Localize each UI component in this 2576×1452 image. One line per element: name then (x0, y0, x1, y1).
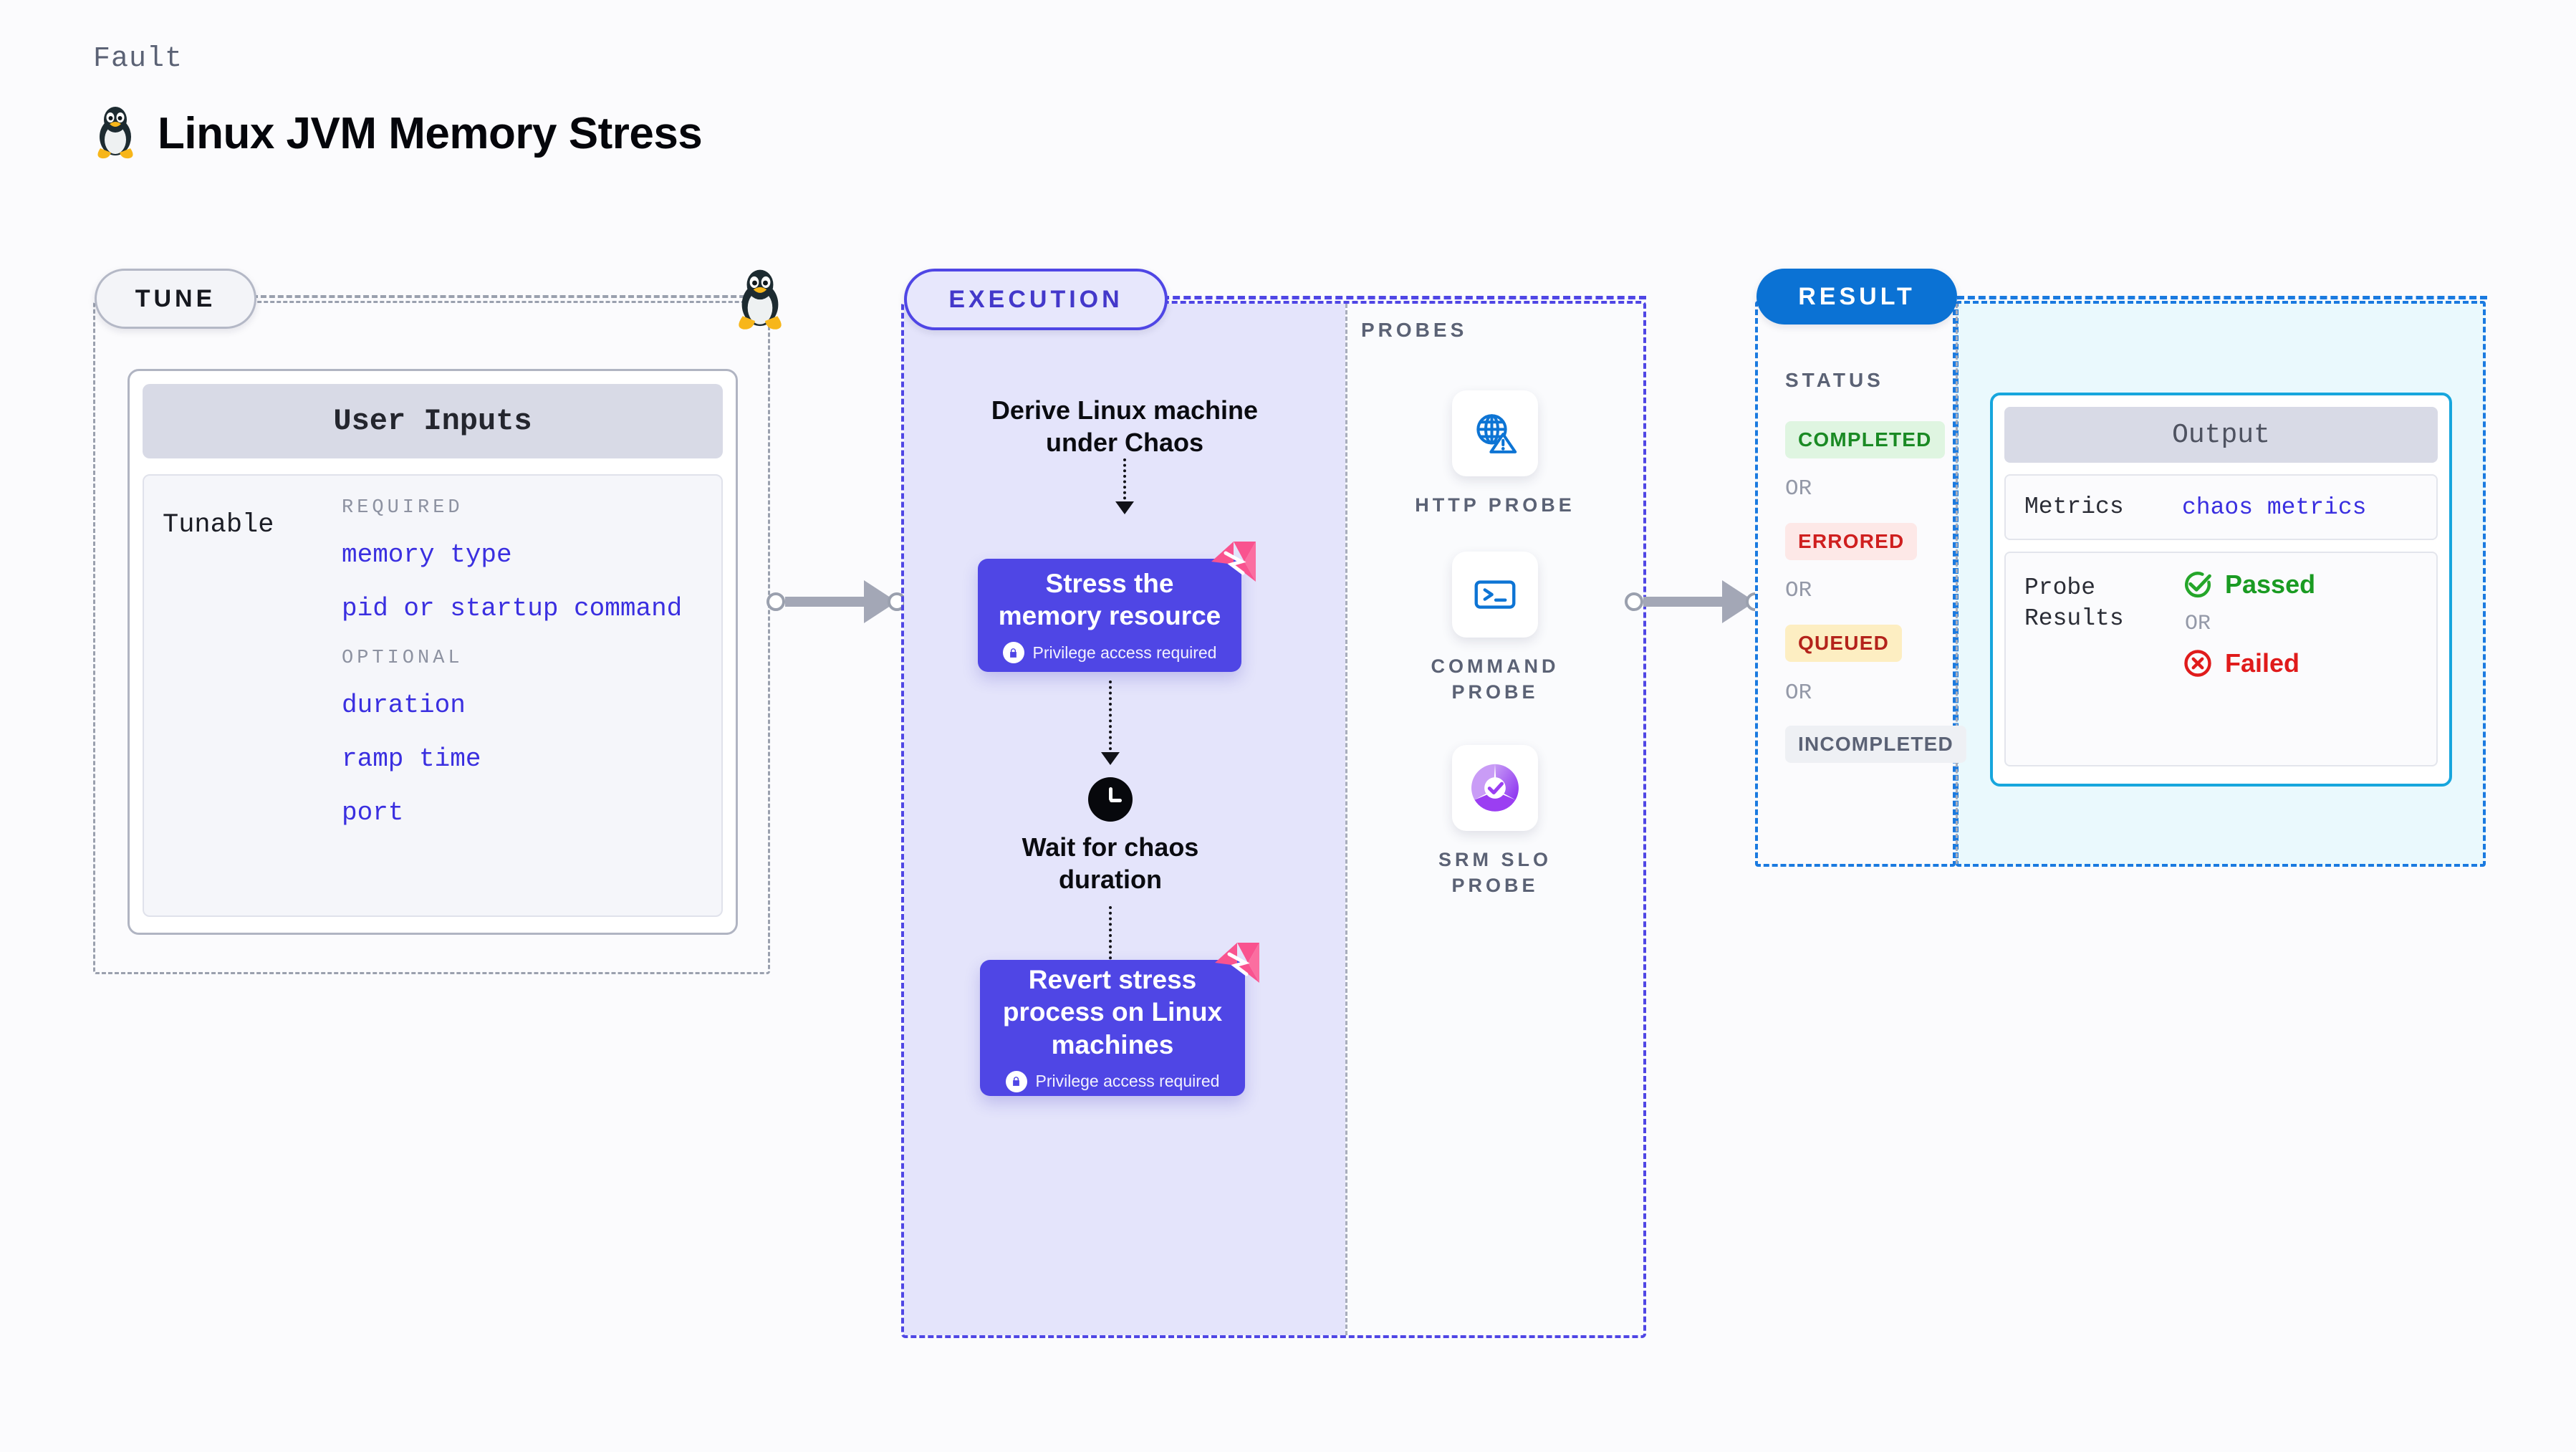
output-title: Output (2004, 407, 2438, 463)
result-divider (1956, 304, 1958, 864)
probe-results-key: Probe Results (2024, 574, 2124, 632)
user-inputs-title: User Inputs (143, 384, 723, 458)
privilege-text: Privilege access required (1035, 1072, 1220, 1091)
failed-label: Failed (2225, 648, 2300, 678)
probe-label: COMMAND PROBE (1431, 655, 1559, 703)
output-probe-results-row: Probe Results Passed OR Failed (2004, 552, 2438, 766)
connector-execution-to-result (1625, 580, 1764, 623)
terminal-icon (1474, 580, 1516, 609)
param-duration[interactable]: duration (342, 691, 466, 720)
connector-bar (1643, 597, 1722, 607)
execution-card-revert-stress[interactable]: Revert stress process on Linux machines … (980, 943, 1259, 1096)
harness-logo-icon (1210, 540, 1257, 583)
probe-tile (1452, 552, 1538, 638)
passed-label: Passed (2225, 569, 2316, 599)
flow-arrow-2 (1109, 681, 1112, 756)
lock-icon (1002, 642, 1024, 664)
wait-duration-step: Wait for chaos duration (1022, 832, 1199, 894)
status-or: OR (1785, 578, 1812, 603)
probe-command[interactable]: COMMAND PROBE (1405, 552, 1585, 706)
flow-arrow-1 (1123, 458, 1126, 505)
user-inputs-body: Tunable REQUIRED memory type pid or star… (143, 474, 723, 917)
param-pid-or-startup-command[interactable]: pid or startup command (342, 594, 683, 623)
execution-card-title: Stress the memory resource (998, 568, 1221, 630)
execution-badge[interactable]: EXECUTION (904, 269, 1168, 330)
privilege-note: Privilege access required (1002, 642, 1217, 664)
flow-arrow-2-head (1101, 752, 1120, 765)
param-memory-type[interactable]: memory type (342, 540, 512, 569)
status-badge-completed: COMPLETED (1785, 421, 1945, 458)
probes-divider (1345, 304, 1347, 1335)
probe-tile (1452, 390, 1538, 476)
execution-card-stress-memory[interactable]: Stress the memory resource Privilege acc… (978, 542, 1256, 672)
probe-result-passed: Passed (2182, 569, 2315, 600)
execution-panel (901, 301, 1646, 1338)
output-metrics-row: Metrics chaos metrics (2004, 474, 2438, 540)
probe-label: HTTP PROBE (1415, 494, 1575, 516)
metrics-key: Metrics (2024, 493, 2124, 520)
probe-label: SRM SLO PROBE (1438, 849, 1552, 897)
user-inputs-card: User Inputs Tunable REQUIRED memory type… (128, 369, 738, 935)
status-badge-incompleted: INCOMPLETED (1785, 726, 1966, 763)
result-status-panel (1755, 301, 1956, 867)
optional-label: OPTIONAL (342, 648, 463, 669)
param-ramp-time[interactable]: ramp time (342, 744, 481, 774)
output-card: Output Metrics chaos metrics Probe Resul… (1990, 393, 2452, 787)
status-title: STATUS (1785, 369, 1884, 391)
param-port[interactable]: port (342, 798, 404, 827)
probe-tile (1452, 745, 1538, 831)
result-badge[interactable]: RESULT (1756, 269, 1957, 324)
clock-icon (1088, 777, 1133, 822)
metrics-value[interactable]: chaos metrics (2182, 494, 2367, 521)
probe-results-values: Passed OR Failed (2182, 569, 2315, 679)
tunable-params: REQUIRED memory type pid or startup comm… (342, 497, 703, 894)
execution-card-title: Revert stress process on Linux machines (1002, 965, 1223, 1059)
status-badge-errored: ERRORED (1785, 523, 1918, 560)
probe-result-or: OR (2185, 612, 2211, 636)
flow-arrow-1-head (1115, 501, 1134, 514)
execution-connector-line (1162, 296, 1646, 299)
check-circle-icon (2185, 572, 2211, 598)
result-connector-line (1957, 296, 2487, 299)
status-badge-queued: QUEUED (1785, 625, 1902, 662)
required-label: REQUIRED (342, 497, 463, 519)
probe-http[interactable]: HTTP PROBE (1405, 390, 1585, 518)
tunable-label: Tunable (163, 510, 274, 540)
probe-result-failed: Failed (2182, 648, 2315, 679)
privilege-text: Privilege access required (1032, 643, 1217, 662)
status-or: OR (1785, 681, 1812, 706)
title-row: Linux JVM Memory Stress (93, 104, 703, 163)
status-or: OR (1785, 476, 1812, 501)
tune-connector-line (252, 295, 754, 298)
derive-machine-step: Derive Linux machine under Chaos (991, 395, 1259, 457)
flow-arrow-3 (1109, 906, 1112, 971)
lock-icon (1005, 1070, 1027, 1092)
globe-warning-icon (1476, 414, 1517, 453)
connector-dot-left (766, 592, 785, 611)
slo-donut-check-icon (1471, 764, 1519, 812)
probe-srm-slo[interactable]: SRM SLO PROBE (1405, 745, 1585, 899)
harness-logo-icon (1213, 941, 1261, 984)
page-header: Fault Linux JVM Memory Stress (93, 43, 703, 163)
page-title: Linux JVM Memory Stress (158, 109, 703, 158)
privilege-note: Privilege access required (1005, 1070, 1220, 1092)
connector-bar (785, 597, 864, 607)
connector-tune-to-execution (766, 580, 906, 623)
connector-dot-left (1625, 592, 1643, 611)
x-circle-icon (2184, 650, 2211, 677)
tune-badge[interactable]: TUNE (95, 269, 256, 329)
probes-title: PROBES (1361, 319, 1468, 341)
linux-penguin-icon (93, 104, 138, 163)
linux-penguin-icon (732, 266, 788, 331)
fault-kicker: Fault (93, 43, 183, 75)
